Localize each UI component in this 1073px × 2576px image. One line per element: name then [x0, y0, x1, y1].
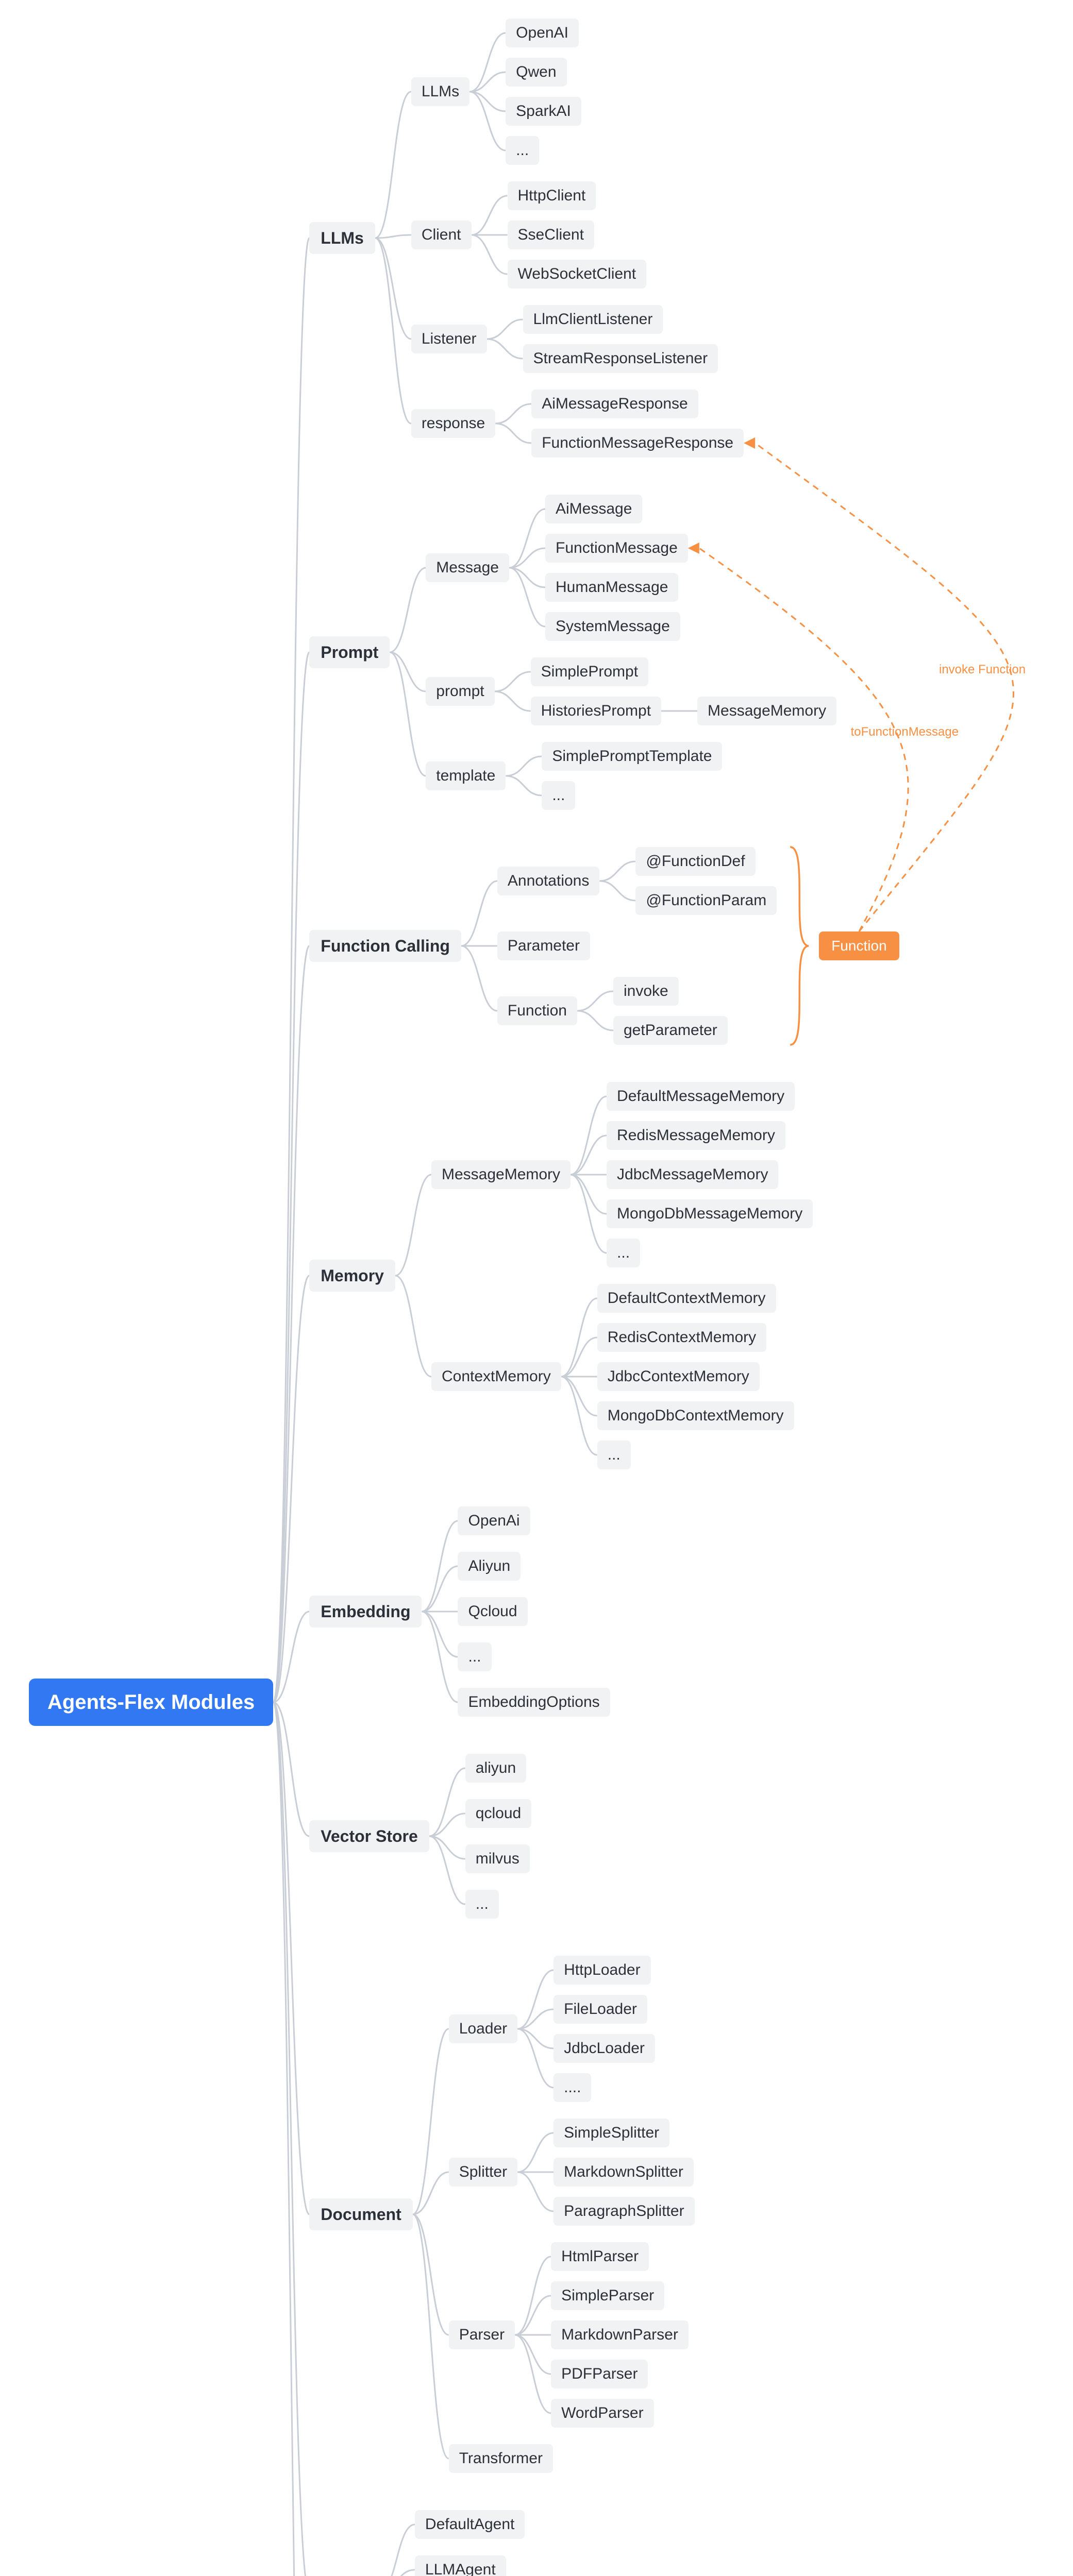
node-parameter[interactable]: Parameter [497, 931, 590, 960]
node-embeddingoptions[interactable]: EmbeddingOptions [458, 1688, 610, 1717]
node-llmclientlistener[interactable]: LlmClientListener [523, 305, 663, 334]
node-llms[interactable]: LLMs [411, 77, 470, 106]
node-simpleprompt[interactable]: SimplePrompt [530, 657, 649, 686]
node-defaultcontextmemory[interactable]: DefaultContextMemory [597, 1284, 776, 1313]
tofunctionmessage-arrow-label: toFunctionMessage [850, 724, 959, 739]
node-wordparser[interactable]: WordParser [551, 2399, 654, 2428]
node-httploader[interactable]: HttpLoader [554, 1956, 651, 1985]
node-template[interactable]: template [426, 761, 506, 790]
branch-vector-store[interactable]: Vector Store [309, 1820, 429, 1853]
root-node[interactable]: Agents-Flex Modules [29, 1679, 274, 1726]
node-streamresponselistener[interactable]: StreamResponseListener [523, 344, 718, 373]
node-fileloader[interactable]: FileLoader [554, 1995, 647, 2024]
node-aliyun[interactable]: Aliyun [458, 1552, 521, 1581]
node-paragraphsplitter[interactable]: ParagraphSplitter [554, 2197, 695, 2226]
branch-document[interactable]: Document [309, 2198, 413, 2231]
node-transformer[interactable]: Transformer [448, 2444, 553, 2473]
node-response[interactable]: response [411, 409, 496, 438]
node-functionmessage[interactable]: FunctionMessage [545, 534, 688, 563]
node-ellipsis[interactable]: ... [506, 136, 540, 165]
node-simpleparser[interactable]: SimpleParser [551, 2281, 665, 2310]
node-messagememory[interactable]: MessageMemory [697, 697, 837, 725]
node-htmlparser[interactable]: HtmlParser [551, 2242, 649, 2271]
node-qcloud[interactable]: qcloud [465, 1799, 532, 1828]
node-function[interactable]: Function [497, 996, 577, 1025]
node-defaultagent[interactable]: DefaultAgent [414, 2510, 525, 2539]
node-splitter[interactable]: Splitter [448, 2158, 518, 2187]
node-qcloud[interactable]: Qcloud [458, 1597, 528, 1626]
node-ellipsis[interactable]: ... [597, 1440, 631, 1469]
node-functionparam[interactable]: @FunctionParam [635, 886, 777, 915]
node-mongodbcontextmemory[interactable]: MongoDbContextMemory [597, 1401, 794, 1430]
node-ellipsis[interactable]: .... [554, 2073, 592, 2102]
node-ellipsis[interactable]: ... [607, 1239, 641, 1267]
node-getparameter[interactable]: getParameter [613, 1016, 728, 1045]
node-markdownsplitter[interactable]: MarkdownSplitter [554, 2158, 694, 2187]
node-websocketclient[interactable]: WebSocketClient [507, 260, 647, 289]
node-pdfparser[interactable]: PDFParser [551, 2360, 648, 2388]
branch-function-calling[interactable]: Function Calling [309, 929, 461, 962]
node-humanmessage[interactable]: HumanMessage [545, 573, 679, 602]
branch-llms[interactable]: LLMs [309, 222, 375, 255]
node-historiesprompt[interactable]: HistoriesPrompt [530, 697, 662, 725]
node-rediscontextmemory[interactable]: RedisContextMemory [597, 1323, 767, 1352]
node-simplesplitter[interactable]: SimpleSplitter [554, 2119, 670, 2147]
node-ellipsis[interactable]: ... [542, 781, 576, 810]
node-qwen[interactable]: Qwen [506, 58, 567, 87]
node-markdownparser[interactable]: MarkdownParser [551, 2320, 689, 2349]
node-ellipsis[interactable]: ... [458, 1642, 492, 1671]
node-sparkai[interactable]: SparkAI [506, 97, 581, 126]
node-aimessage[interactable]: AiMessage [545, 495, 643, 523]
node-mongodbmessagememory[interactable]: MongoDbMessageMemory [607, 1199, 813, 1228]
node-aimessageresponse[interactable]: AiMessageResponse [531, 389, 698, 418]
node-redismessagememory[interactable]: RedisMessageMemory [607, 1121, 785, 1150]
node-simpleprompttemplate[interactable]: SimplePromptTemplate [542, 742, 723, 771]
branch-embedding[interactable]: Embedding [309, 1595, 422, 1628]
node-openai[interactable]: OpenAI [506, 19, 579, 47]
node-sseclient[interactable]: SseClient [507, 221, 594, 249]
node-prompt[interactable]: prompt [426, 677, 495, 706]
node-contextmemory[interactable]: ContextMemory [431, 1362, 561, 1391]
node-ellipsis[interactable]: ... [465, 1890, 499, 1919]
node-functiondef[interactable]: @FunctionDef [635, 847, 756, 876]
node-systemmessage[interactable]: SystemMessage [545, 612, 680, 641]
node-aliyun[interactable]: aliyun [465, 1754, 527, 1783]
node-loader[interactable]: Loader [448, 2014, 518, 2043]
node-functionmessageresponse[interactable]: FunctionMessageResponse [531, 429, 744, 457]
node-parser[interactable]: Parser [448, 2320, 515, 2349]
node-client[interactable]: Client [411, 221, 472, 249]
node-milvus[interactable]: milvus [465, 1844, 530, 1873]
node-message[interactable]: Message [426, 553, 509, 582]
node-llmagent[interactable]: LLMAgent [414, 2555, 506, 2576]
node-jdbccontextmemory[interactable]: JdbcContextMemory [597, 1362, 760, 1391]
branch-prompt[interactable]: Prompt [309, 636, 390, 669]
node-openai[interactable]: OpenAi [458, 1506, 530, 1535]
node-jdbcmessagememory[interactable]: JdbcMessageMemory [607, 1160, 779, 1189]
node-messagememory[interactable]: MessageMemory [431, 1160, 571, 1189]
node-annotations[interactable]: Annotations [497, 867, 600, 895]
branch-memory[interactable]: Memory [309, 1259, 395, 1292]
node-listener[interactable]: Listener [411, 325, 487, 353]
function-callout-node[interactable]: Function [819, 931, 899, 960]
node-httpclient[interactable]: HttpClient [507, 181, 596, 210]
node-invoke[interactable]: invoke [613, 977, 679, 1006]
node-defaultmessagememory[interactable]: DefaultMessageMemory [607, 1082, 795, 1111]
invoke-function-arrow-label: invoke Function [939, 662, 1026, 676]
node-jdbcloader[interactable]: JdbcLoader [554, 2034, 655, 2063]
